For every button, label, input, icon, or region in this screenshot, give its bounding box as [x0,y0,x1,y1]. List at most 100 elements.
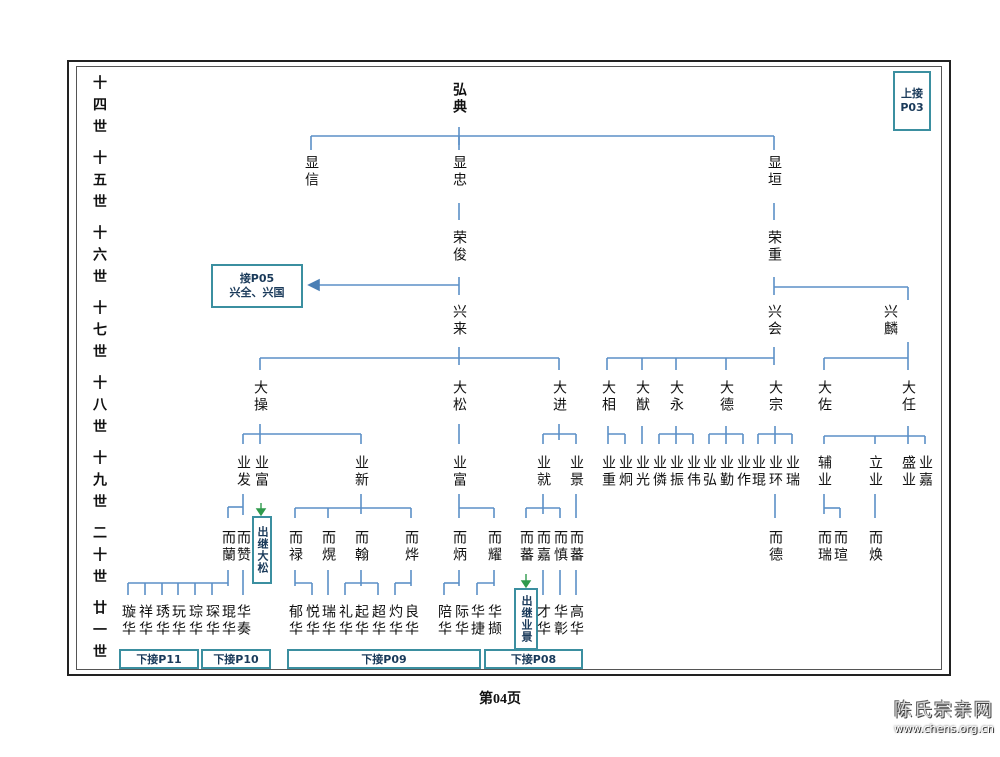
page-frame-inner [76,66,942,670]
person-yekun: 业琨 [750,455,766,489]
generation-label-19: 十九世 [91,450,107,516]
person-erhan: 而翰 [353,530,369,564]
person-gaohua: 高华 [568,604,584,638]
person-ershen: 而慎 [552,530,568,564]
generation-label-16: 十六世 [91,225,107,291]
person-dasong: 大松 [451,380,467,414]
person-chaohua: 超华 [370,604,386,638]
upper-ref-line2: P03 [900,101,924,114]
person-xuanhua: 璇华 [120,604,136,638]
person-yehong: 业弘 [701,455,717,489]
person-erye: 而烨 [403,530,419,564]
person-yejia: 业嘉 [917,455,933,489]
next-p11-box[interactable]: 下接P11 [119,649,199,669]
page-number: 第04页 [479,692,521,707]
person-yezuo: 业作 [735,455,751,489]
person-yefu-b: 业富 [451,455,467,489]
person-huaxie: 华撷 [486,604,502,638]
person-xianghua: 祥华 [137,604,153,638]
person-yerui: 业瑞 [784,455,800,489]
person-xinglai: 兴来 [451,304,467,338]
person-erfan-b: 而蕃 [568,530,584,564]
person-dajin: 大进 [551,380,567,414]
person-xianxin: 显信 [303,155,319,189]
person-dazuo: 大佐 [816,380,832,414]
person-caihua: 才华 [535,604,551,638]
watermark-url: www.chens.org.cn [894,722,995,735]
watermark: 陈氏宗亲网 www.chens.org.cn [894,696,994,735]
generation-label-15: 十五世 [91,150,107,216]
person-lihua: 礼华 [337,604,353,638]
person-wanhua: 玩华 [170,604,186,638]
person-yehuan: 业环 [767,455,783,489]
person-yezhen: 业振 [668,455,684,489]
person-erjia: 而嘉 [535,530,551,564]
person-dazong: 大宗 [767,380,783,414]
person-yuehua: 悦华 [304,604,320,638]
person-yeguang: 业光 [634,455,650,489]
person-yeqin: 业勤 [718,455,734,489]
person-hongdian: 弘典 [451,82,467,116]
person-daxiang: 大相 [600,380,616,414]
person-yuhua: 郁华 [287,604,303,638]
person-jihua: 际华 [453,604,469,638]
person-erhuan2: 而焕 [867,530,883,564]
person-zhuohua: 灼华 [387,604,403,638]
watermark-title: 陈氏宗亲网 [894,700,994,721]
person-huajie: 华捷 [469,604,485,638]
page-frame-outer [67,60,951,676]
upper-ref-box[interactable]: 上接 P03 [893,71,931,131]
p05-ref-box[interactable]: 接P05 兴全、兴国 [211,264,303,308]
person-erzan: 而赞 [235,530,251,564]
person-erlan: 而蘭 [220,530,236,564]
person-shenhua: 琛华 [204,604,220,638]
person-shengye: 盛业 [900,455,916,489]
p05-ref-line2: 兴全、兴国 [229,286,285,299]
person-dayong: 大永 [668,380,684,414]
person-huazou: 华奏 [235,604,251,638]
person-erfan-a: 而蕃 [518,530,534,564]
person-yejiu: 业就 [535,455,551,489]
next-p09-box[interactable]: 下接P09 [287,649,481,669]
person-yewei: 业伟 [685,455,701,489]
person-erhuang: 而熀 [320,530,336,564]
generation-label-21: 廿一世 [91,600,107,666]
person-daren: 大任 [900,380,916,414]
person-yejing: 业景 [568,455,584,489]
person-dade: 大德 [718,380,734,414]
person-daxian: 大猷 [634,380,650,414]
generation-label-20: 二十世 [91,525,107,591]
person-yexin: 业新 [353,455,369,489]
adopt-dasong-box: 出继大松 [252,516,272,584]
person-yefa: 业发 [235,455,251,489]
upper-ref-line1: 上接 [901,87,923,101]
person-yefu-a: 业富 [253,455,269,489]
person-yejiong: 业炯 [617,455,633,489]
person-xiuhua: 琇华 [154,604,170,638]
person-rongjun: 荣俊 [451,230,467,264]
person-lianghua: 良华 [403,604,419,638]
person-fuye: 辅业 [816,455,832,489]
person-erlu: 而禄 [287,530,303,564]
person-qihua: 起华 [353,604,369,638]
person-xinglin: 兴麟 [882,304,898,338]
person-ruihua: 瑞华 [320,604,336,638]
next-p08-box[interactable]: 下接P08 [484,649,583,669]
next-p10-box[interactable]: 下接P10 [201,649,271,669]
generation-label-14: 十四世 [91,75,107,141]
person-liye: 立业 [867,455,883,489]
person-huazhang: 华彰 [552,604,568,638]
generation-label-18: 十八世 [91,375,107,441]
p05-ref-line1: 接P05 [239,272,275,286]
person-erhuan: 而瑄 [832,530,848,564]
generation-label-17: 十七世 [91,300,107,366]
person-xinghui: 兴会 [766,304,782,338]
person-eryao: 而耀 [486,530,502,564]
person-kunhua: 琨华 [220,604,236,638]
person-yezhong: 业重 [600,455,616,489]
person-erbing: 而炳 [451,530,467,564]
person-yelin: 业僯 [651,455,667,489]
person-errui: 而瑞 [816,530,832,564]
person-peihua: 陪华 [436,604,452,638]
